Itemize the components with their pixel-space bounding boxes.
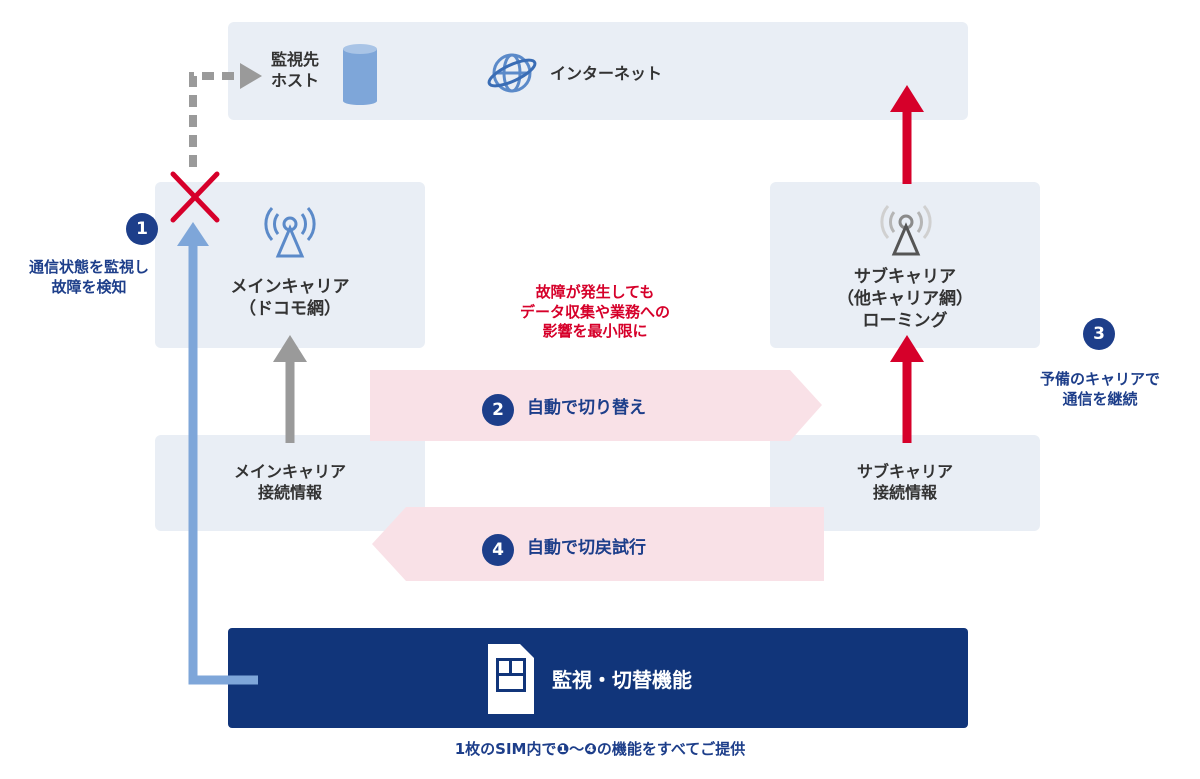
monitor-arrow xyxy=(188,245,258,685)
cross-icon xyxy=(170,171,220,223)
monitor-arrow-head xyxy=(177,222,209,246)
step-4-badge: 4 xyxy=(482,534,514,566)
database-icon xyxy=(343,44,377,105)
step-4-text: 自動で切戻試行 xyxy=(527,538,646,558)
main-carrier-panel xyxy=(155,182,425,348)
step-2-badge: 2 xyxy=(482,394,514,426)
footer-note: 1枚のSIM内で❶〜❹の機能をすべてご提供 xyxy=(454,740,746,758)
monitor-label: 監視・切替機能 xyxy=(552,668,692,692)
sub-top-arrow-head xyxy=(890,85,924,112)
switch-arrow xyxy=(370,370,822,441)
step-2-text: 自動で切り替え xyxy=(527,398,646,418)
failure-note: 故障が発生しても データ収集や業務への 影響を最小限に xyxy=(519,283,670,340)
sub-antenna-icon xyxy=(880,205,932,256)
step-1-badge: 1 xyxy=(126,213,158,245)
host-label: 監視先 ホスト xyxy=(270,50,319,90)
sim-card-icon xyxy=(488,644,534,714)
monitor-switch-bar xyxy=(228,628,968,728)
dashed-host-arrow-head xyxy=(240,63,262,89)
dashed-host-arrow xyxy=(189,72,240,167)
internet-label: インターネット xyxy=(550,64,663,83)
sub-connection-label: サブキャリア 接続情報 xyxy=(856,462,953,502)
sub-carrier-panel xyxy=(770,182,1040,348)
main-connection-panel xyxy=(155,435,425,531)
revert-arrow xyxy=(372,507,824,581)
sub-up-arrow-head xyxy=(890,335,924,362)
sub-carrier-label: サブキャリア （他キャリア網） ローミング xyxy=(837,267,973,332)
step-1-text: 通信状態を監視し 故障を検知 xyxy=(28,258,149,296)
step-3-text: 予備のキャリアで 通信を継続 xyxy=(1039,370,1160,408)
step-3-badge: 3 xyxy=(1083,318,1115,350)
globe-icon xyxy=(487,53,537,93)
main-carrier-label: メインキャリア （ドコモ網） xyxy=(230,277,350,320)
antenna-icon xyxy=(264,207,316,258)
main-connection-label: メインキャリア 接続情報 xyxy=(233,462,346,502)
main-up-arrow-head xyxy=(273,335,307,362)
